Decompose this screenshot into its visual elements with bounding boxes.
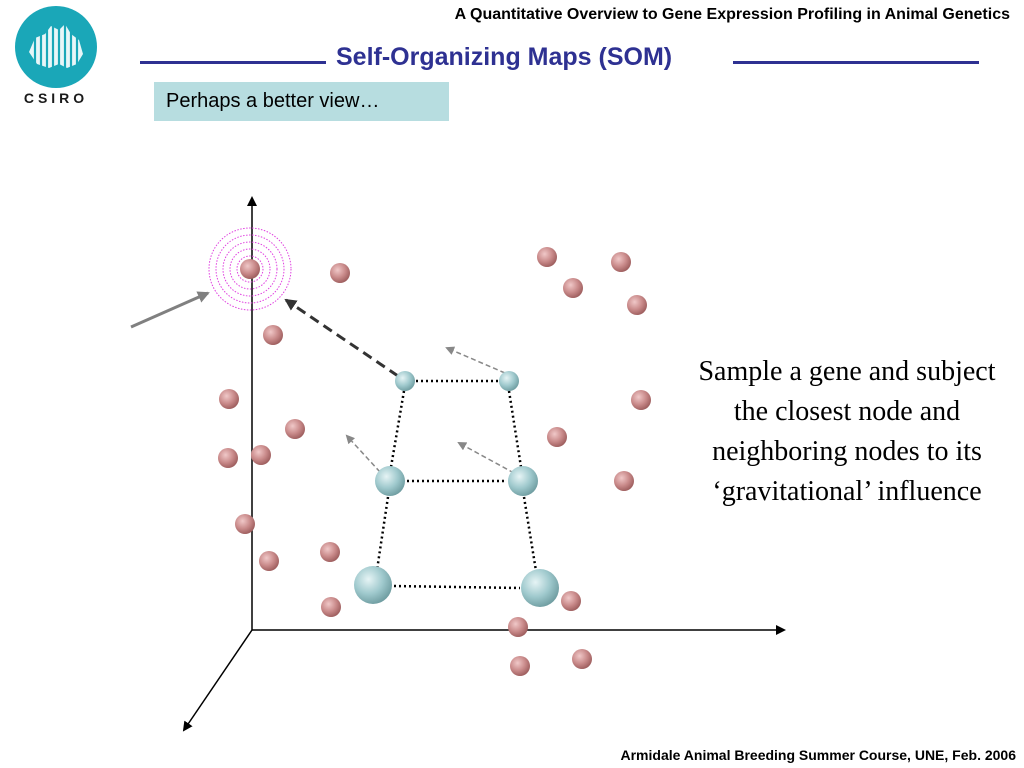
neighbor-arrow	[457, 442, 515, 474]
title-rule-left	[140, 61, 326, 64]
gene-point	[561, 591, 581, 611]
gene-point	[563, 278, 583, 298]
som-node	[499, 371, 519, 391]
som-node	[375, 466, 405, 496]
logo-circle	[15, 6, 97, 88]
gene-point	[251, 445, 271, 465]
som-node	[354, 566, 392, 604]
diagram-caption: Sample a gene and subject the closest no…	[698, 356, 996, 507]
gene-point	[508, 617, 528, 637]
target-rings	[208, 227, 292, 311]
csiro-logo-icon: CSIRO	[14, 6, 98, 110]
footer-text: Armidale Animal Breeding Summer Course, …	[620, 747, 1017, 763]
gene-point	[614, 471, 634, 491]
z-axis	[182, 629, 253, 732]
neighbor-arrow	[345, 434, 381, 473]
subtitle-text: Perhaps a better view…	[166, 90, 380, 112]
gene-point	[572, 649, 592, 669]
som-node	[508, 466, 538, 496]
gene-point	[631, 390, 651, 410]
presentation-title: A Quantitative Overview to Gene Expressi…	[454, 6, 1010, 23]
som-node	[395, 371, 415, 391]
gene-point	[219, 389, 239, 409]
title-rule-right	[733, 61, 979, 64]
slide-title: Self-Organizing Maps (SOM)	[336, 43, 673, 71]
sampled-gene-point	[240, 259, 260, 279]
som-grid-links	[375, 379, 538, 590]
logo-wordmark: CSIRO	[23, 90, 89, 106]
gene-point	[235, 514, 255, 534]
gene-point	[218, 448, 238, 468]
attraction-arrow	[284, 298, 399, 378]
gene-point	[285, 419, 305, 439]
gene-point	[547, 427, 567, 447]
gene-point	[537, 247, 557, 267]
som-node	[521, 569, 559, 607]
gene-point	[263, 325, 283, 345]
pointer-arrow	[130, 291, 210, 329]
gene-point	[611, 252, 631, 272]
gene-point	[627, 295, 647, 315]
australia-map-icon	[29, 20, 83, 72]
som-nodes	[354, 371, 559, 607]
subtitle-box: Perhaps a better view…	[154, 82, 449, 121]
gene-points	[218, 247, 651, 676]
gene-point	[321, 597, 341, 617]
neighbor-arrow	[445, 346, 506, 374]
gene-point	[510, 656, 530, 676]
gene-point	[320, 542, 340, 562]
gene-point	[330, 263, 350, 283]
gene-point	[259, 551, 279, 571]
